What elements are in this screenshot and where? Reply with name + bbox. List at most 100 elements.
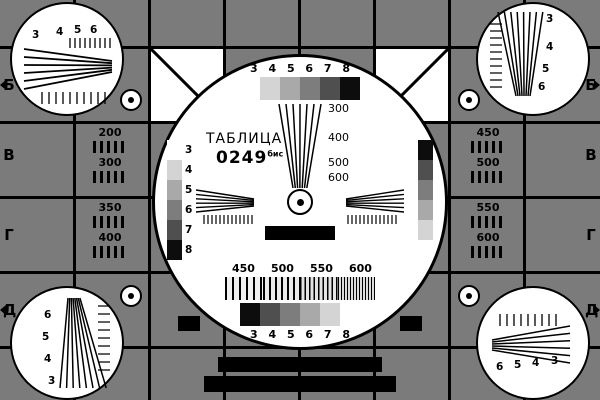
wedge-label: 500	[328, 156, 349, 169]
corner-wedge-label: 4	[532, 357, 540, 369]
row-label-left: Д	[3, 301, 17, 319]
corner-wedge-label: 4	[546, 41, 554, 53]
grid-line	[448, 0, 451, 400]
bullseye-icon	[120, 89, 142, 111]
grayscale-scale-top: 3 4 5 6 7 8	[250, 63, 350, 74]
definition-grating	[471, 171, 505, 183]
grayscale-label: 7	[323, 62, 332, 75]
grid-line	[73, 0, 76, 400]
corner-wedge-pattern	[23, 38, 113, 104]
corner-wedge-label: 5	[514, 359, 522, 371]
grayscale-scale-bottom: 3 4 5 6 7 8	[250, 329, 350, 340]
grayscale-label: 5	[286, 328, 295, 341]
grayscale-label: 5	[185, 184, 193, 196]
corner-test-circle-bottom-left: 6 5 4 3	[10, 286, 124, 400]
corner-wedge-label: 5	[42, 331, 50, 343]
definition-grating	[93, 216, 127, 228]
row-label-left: Г	[4, 226, 14, 244]
horizontal-resolution-wedge-right	[345, 189, 404, 224]
grid-line	[148, 0, 151, 400]
definition-label: 300	[98, 156, 122, 169]
row-label-right: В	[585, 146, 597, 164]
grayscale-label: 3	[185, 144, 193, 156]
bullseye-icon	[120, 285, 142, 307]
corner-wedge-label: 6	[90, 24, 98, 36]
row-marker-arrow-icon	[0, 305, 6, 315]
corner-wedge-label: 5	[74, 24, 82, 36]
card-code-number: 0249	[216, 148, 268, 168]
grayscale-label: 6	[305, 62, 314, 75]
corner-wedge-label: 4	[56, 26, 64, 38]
grayscale-strip-right	[418, 140, 433, 260]
corner-wedge-label: 4	[44, 353, 52, 365]
wedge-label: 300	[328, 102, 349, 115]
frequency-label: 550	[310, 262, 333, 275]
card-code-suffix: бис	[267, 149, 284, 159]
grayscale-label: 6	[305, 328, 314, 341]
grayscale-staircase-top	[240, 77, 360, 100]
row-label-left: Б	[3, 76, 15, 94]
corner-wedge-pattern	[490, 11, 544, 97]
grayscale-label: 3	[250, 328, 258, 341]
definition-grating	[471, 141, 505, 153]
row-marker-arrow-icon	[594, 80, 600, 90]
definition-grating	[93, 171, 127, 183]
corner-wedge-label: 3	[32, 29, 40, 41]
corner-wedge-label: 3	[546, 13, 554, 25]
row-label-right: Г	[586, 226, 596, 244]
grayscale-staircase-bottom	[240, 303, 360, 326]
row-marker-arrow-icon	[594, 305, 600, 315]
corner-wedge-label: 3	[551, 355, 559, 367]
grayscale-label: 8	[185, 244, 193, 256]
card-title: ТАБЛИЦА	[206, 131, 283, 147]
corner-test-circle-top-right: 3 4 5 6	[476, 2, 590, 116]
black-level-bar	[218, 357, 382, 372]
frequency-grating-bar	[225, 277, 375, 300]
grayscale-label: 3	[250, 62, 258, 75]
definition-label: 600	[476, 231, 500, 244]
black-reference-square	[400, 316, 422, 331]
row-label-left: В	[3, 146, 15, 164]
black-reference-bar	[265, 226, 335, 240]
definition-label: 350	[98, 201, 122, 214]
grid-line	[523, 0, 526, 400]
grayscale-label: 8	[342, 328, 350, 341]
definition-label: 450	[476, 126, 500, 139]
black-reference-square	[178, 316, 200, 331]
grayscale-label: 4	[268, 328, 277, 341]
definition-grating	[93, 141, 127, 153]
definition-label: 550	[476, 201, 500, 214]
center-bullseye-icon	[287, 189, 313, 215]
grayscale-label: 4	[268, 62, 277, 75]
row-marker-arrow-icon	[0, 80, 6, 90]
horizontal-resolution-wedge-left	[196, 189, 255, 224]
wedge-label: 400	[328, 131, 349, 144]
frequency-label: 450	[232, 262, 255, 275]
grayscale-label: 6	[185, 204, 193, 216]
corner-wedge-label: 6	[496, 361, 504, 373]
corner-wedge-label: 6	[44, 309, 52, 321]
corner-wedge-pattern	[491, 314, 571, 364]
corner-wedge-label: 3	[48, 375, 56, 387]
row-label-right: Б	[585, 76, 597, 94]
grayscale-label: 7	[323, 328, 332, 341]
wedge-label: 600	[328, 171, 349, 184]
corner-wedge-label: 6	[538, 81, 546, 93]
frequency-label: 500	[271, 262, 294, 275]
corner-wedge-label: 5	[542, 63, 550, 75]
definition-label: 400	[98, 231, 122, 244]
definition-grating	[471, 216, 505, 228]
grayscale-label: 4	[185, 164, 193, 176]
definition-label: 500	[476, 156, 500, 169]
grayscale-label: 5	[286, 62, 295, 75]
grid-line	[0, 46, 600, 49]
definition-grating	[471, 246, 505, 258]
frequency-label: 600	[349, 262, 372, 275]
card-code: 0249бис	[216, 150, 283, 167]
definition-grating	[93, 246, 127, 258]
frequency-labels: 450 500 550 600	[232, 263, 372, 274]
bullseye-icon	[458, 89, 480, 111]
grayscale-strip-left	[167, 140, 182, 260]
black-level-bar	[204, 376, 396, 392]
